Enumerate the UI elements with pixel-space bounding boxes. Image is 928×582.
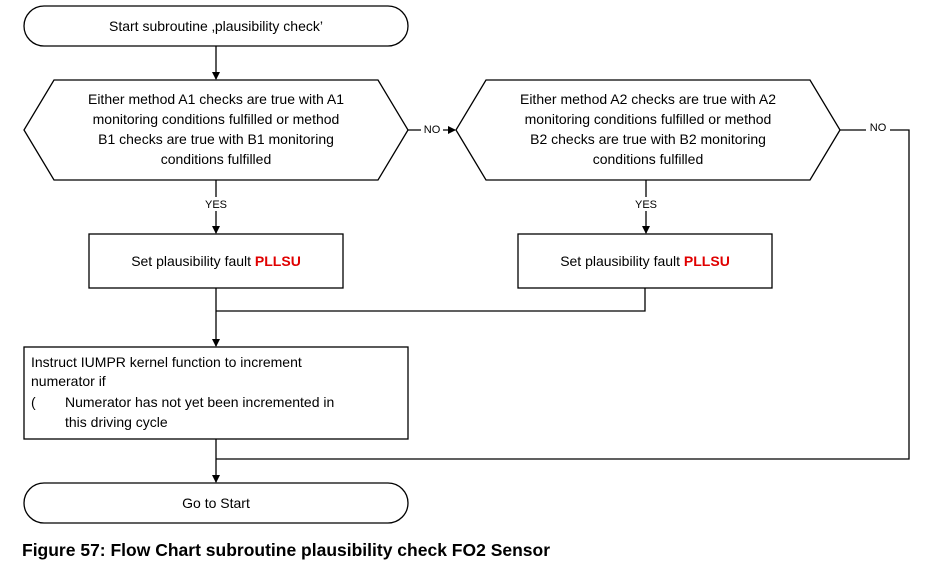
fault-process-2: Set plausibility fault PLLSU xyxy=(517,233,773,289)
decision-1-line-1: Either method A1 checks are true with A1 xyxy=(88,91,344,107)
fault-1-label: Set plausibility fault PLLSU xyxy=(131,253,301,269)
edge-decision-1-no-label-bg xyxy=(421,123,443,136)
iumpr-line-1: Instruct IUMPR kernel function to increm… xyxy=(31,354,302,370)
edge-decision-2-yes-label-bg xyxy=(631,197,661,211)
fault-1-code: PLLSU xyxy=(255,253,301,269)
iumpr-line-3: Numerator has not yet been incremented i… xyxy=(65,394,334,410)
edge-decision-1-no-label: NO xyxy=(424,124,441,136)
decision-1-line-2: monitoring conditions fulfilled or metho… xyxy=(93,111,340,127)
iumpr-bullet: ( xyxy=(31,394,36,410)
decision-2-line-1: Either method A2 checks are true with A2 xyxy=(520,91,776,107)
edge-decision-2-no-label: NO xyxy=(870,122,887,134)
decision-2-line-2: monitoring conditions fulfilled or metho… xyxy=(525,111,772,127)
decision-2: Either method A2 checks are true with A2… xyxy=(455,79,841,181)
iumpr-process: Instruct IUMPR kernel function to increm… xyxy=(23,346,409,440)
decision-1: Either method A1 checks are true with A1… xyxy=(23,79,409,181)
end-terminator: Go to Start xyxy=(23,482,409,524)
decision-2-line-3: B2 checks are true with B2 monitoring xyxy=(530,131,766,147)
fault-2-code: PLLSU xyxy=(684,253,730,269)
fault-2-prefix: Set plausibility fault xyxy=(560,253,684,269)
edge-decision-1-yes-label: YES xyxy=(205,199,227,211)
end-label: Go to Start xyxy=(182,495,250,511)
figure-caption: Figure 57: Flow Chart subroutine plausib… xyxy=(22,540,551,560)
edge-decision-2-yes-label: YES xyxy=(635,199,657,211)
iumpr-line-4: this driving cycle xyxy=(65,414,168,430)
edge-fault-2-to-iumpr xyxy=(216,288,646,312)
fault-process-1: Set plausibility fault PLLSU xyxy=(88,233,344,289)
edge-decision-1-yes-label-bg xyxy=(201,197,231,211)
edge-decision-2-no-label-bg xyxy=(866,120,890,134)
decision-1-line-4: conditions fulfilled xyxy=(161,151,272,167)
fault-1-prefix: Set plausibility fault xyxy=(131,253,255,269)
start-label: Start subroutine ‚plausibility check’ xyxy=(109,18,323,34)
fault-2-label: Set plausibility fault PLLSU xyxy=(560,253,730,269)
decision-2-line-4: conditions fulfilled xyxy=(593,151,704,167)
start-terminator: Start subroutine ‚plausibility check’ xyxy=(23,5,409,47)
decision-1-line-3: B1 checks are true with B1 monitoring xyxy=(98,131,334,147)
iumpr-line-2: numerator if xyxy=(31,373,106,389)
